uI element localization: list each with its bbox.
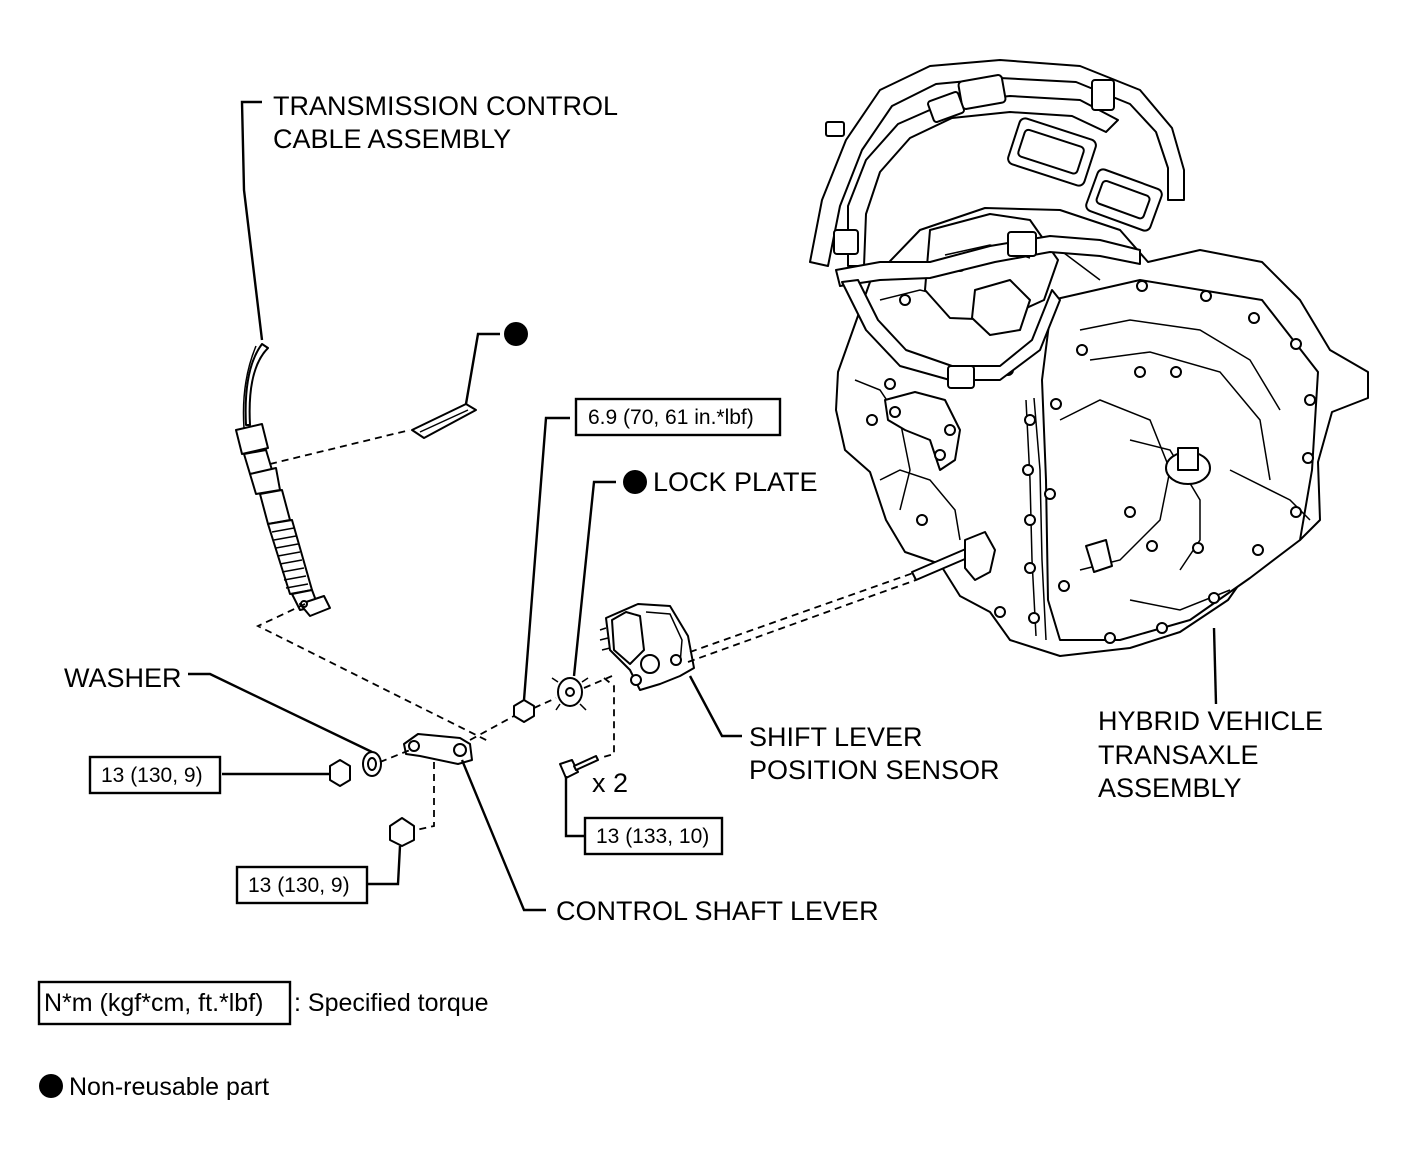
torque-box-sensor-bolts: 13 (133, 10) [583, 816, 724, 856]
sensor-label-line2: POSITION SENSOR [749, 755, 1000, 785]
torque-value-lower-nut: 13 (130, 9) [248, 874, 350, 897]
cable-label-line1: TRANSMISSION CONTROL [273, 91, 618, 121]
transaxle-label-line2: TRANSAXLE [1098, 740, 1259, 770]
legend-torque-box [37, 980, 292, 1026]
transaxle-label-line3: ASSEMBLY [1098, 773, 1242, 803]
clip-drawing [411, 403, 477, 439]
lock-plate-label: LOCK PLATE [653, 467, 818, 497]
torque-value-washer-nut: 13 (130, 9) [101, 764, 203, 787]
assembly-guide-lines [255, 429, 917, 831]
torque-box-washer-nut: 13 (130, 9) [88, 755, 222, 795]
washer-label: WASHER [64, 663, 182, 693]
washer-drawing [362, 751, 382, 777]
transmission-control-cable-drawing [235, 343, 331, 617]
transaxle-label-line1: HYBRID VEHICLE [1098, 706, 1323, 736]
legend-torque-units: N*m (kgf*cm, ft.*lbf) [44, 989, 263, 1017]
cable-label-line2: CABLE ASSEMBLY [273, 124, 511, 154]
small-nut-drawing [513, 699, 535, 723]
legend-non-reusable-icon [39, 1074, 63, 1098]
control-shaft-lever-label: CONTROL SHAFT LEVER [556, 896, 879, 926]
sensor-label-line1: SHIFT LEVER [749, 722, 923, 752]
legend: N*m (kgf*cm, ft.*lbf) : Specified torque… [37, 980, 489, 1101]
torque-value-small-nut: 6.9 (70, 61 in.*lbf) [588, 406, 754, 429]
non-reusable-marker-lock-plate [623, 470, 647, 494]
sensor-bolt-drawing [559, 755, 599, 779]
torque-box-small-nut: 6.9 (70, 61 in.*lbf) [574, 397, 782, 437]
lock-plate-drawing [551, 677, 589, 711]
legend-torque-description: : Specified torque [294, 989, 489, 1017]
legend-non-reusable-text: Non-reusable part [69, 1073, 269, 1101]
shift-lever-sensor-drawing [599, 603, 695, 691]
transaxle-assembly-drawing [809, 59, 1369, 657]
torque-box-lower-nut: 13 (130, 9) [235, 865, 369, 905]
lower-nut-drawing [389, 817, 415, 847]
multiplier-label: x 2 [592, 768, 628, 798]
washer-nut-drawing [329, 759, 351, 787]
torque-value-sensor-bolts: 13 (133, 10) [596, 825, 709, 848]
leader-lines [188, 100, 1218, 912]
non-reusable-marker-clip [504, 322, 528, 346]
control-shaft-lever-drawing [403, 733, 473, 765]
